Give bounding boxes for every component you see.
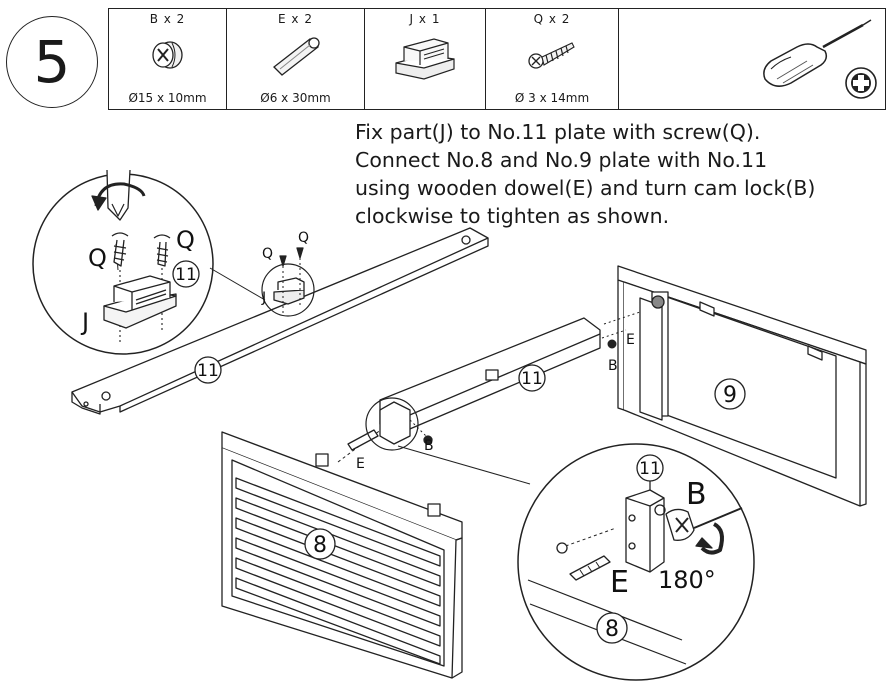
small-zoom-circle: [365, 397, 531, 485]
part-label-b: B: [686, 477, 707, 512]
part-label-q: Q: [88, 244, 107, 272]
part-qty: J x 1: [409, 12, 441, 26]
parts-table: B x 2 Ø15 x 10mm E x 2 Ø6 x 30m: [108, 8, 886, 110]
step-number: 5: [33, 28, 71, 96]
label-circle-11: [172, 260, 200, 288]
part-label-q: Q: [298, 230, 309, 246]
step-number-badge: 5: [6, 16, 98, 108]
magnetic-catch-icon: [395, 38, 455, 80]
label-circle-8: [596, 612, 628, 644]
part-label-e: E: [356, 456, 365, 472]
plate-label: 9: [723, 383, 737, 408]
instruction-line: using wooden dowel(E) and turn cam lock(…: [355, 176, 816, 200]
screw-icon: [528, 42, 575, 69]
label-circle-11: [518, 364, 546, 392]
part-qty: B x 2: [149, 12, 186, 26]
part-size: Ø6 x 30mm: [260, 91, 331, 105]
plate-label: 11: [521, 369, 543, 389]
label-circle-11: [636, 454, 664, 482]
plate-label: 11: [197, 361, 219, 381]
part-label-b: B: [424, 438, 434, 454]
part-cell-tool: [619, 9, 885, 109]
part-label-j: J: [261, 290, 266, 306]
phillips-screwdriver-icon: [763, 19, 877, 99]
part-label-q: Q: [176, 226, 195, 254]
wooden-dowel-icon: [272, 37, 320, 76]
plate-label: 11: [639, 459, 661, 479]
rotation-angle: 180°: [658, 566, 716, 594]
plate-label: 8: [605, 617, 619, 642]
instruction-line: Fix part(J) to No.11 plate with screw(Q)…: [355, 120, 761, 144]
plate-label: 11: [175, 265, 197, 285]
plate-8-panel: [221, 425, 463, 679]
part-label-e: E: [610, 565, 629, 600]
magnetic-catch-on-rail: [273, 247, 305, 314]
part-label-e: E: [626, 332, 635, 348]
plate-11-middle-rail: [379, 317, 601, 435]
part-label-j: J: [80, 308, 89, 336]
cam-lock-icon: [151, 41, 183, 69]
plate-label: 8: [313, 533, 327, 558]
part-qty: Q x 2: [533, 12, 571, 26]
part-cell-screw: Q x 2 Ø 3 x 14mm: [486, 9, 619, 109]
part-cell-magnetic-catch: J x 1: [365, 9, 486, 109]
zoom-detail-cam-lock: [517, 443, 755, 681]
instruction-line: clockwise to tighten as shown.: [355, 204, 670, 228]
plate-9-pegs: [601, 311, 641, 349]
label-circle-9: [714, 378, 746, 410]
part-label-q: Q: [262, 246, 273, 262]
part-cell-wooden-dowel: E x 2 Ø6 x 30mm: [227, 9, 365, 109]
part-size: Ø15 x 10mm: [128, 91, 207, 105]
part-qty: E x 2: [278, 12, 313, 26]
instruction-line: Connect No.8 and No.9 plate with No.11: [355, 148, 768, 172]
zoom-detail-screw: [32, 169, 315, 355]
label-circle-8: [304, 528, 336, 560]
label-circle-11: [194, 356, 222, 384]
plate-11-top-rail: [71, 227, 489, 415]
part-size: Ø 3 x 14mm: [514, 91, 590, 105]
part-label-b: B: [608, 358, 618, 374]
part-cell-cam-lock: B x 2 Ø15 x 10mm: [109, 9, 227, 109]
instruction-text: Fix part(J) to No.11 plate with screw(Q)…: [355, 118, 890, 230]
